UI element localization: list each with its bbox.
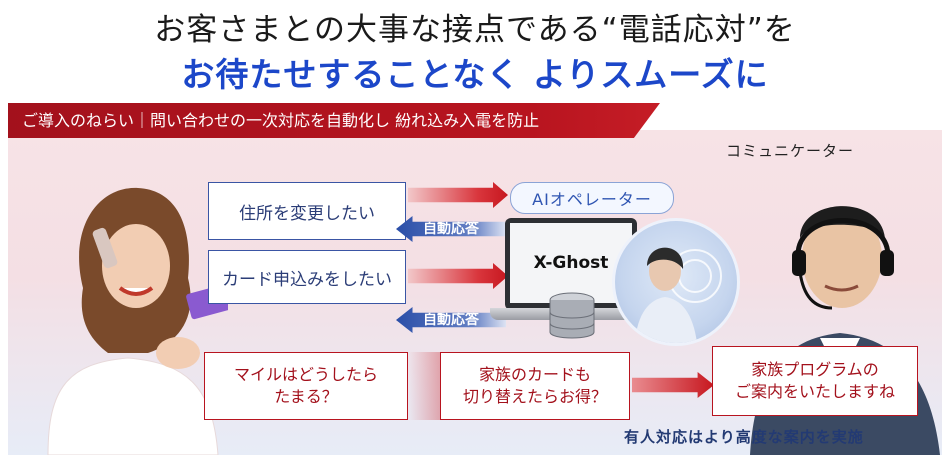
database-icon xyxy=(549,292,595,339)
flow-shade-1 xyxy=(408,352,440,420)
question-change-address: 住所を変更したい xyxy=(208,182,406,240)
customer-woman-illustration xyxy=(47,187,228,455)
human-support-note: 有人対応はより高度な案内を実施 xyxy=(624,428,864,446)
communicator-reply: 家族プログラムのご案内をいたしますね xyxy=(712,346,918,416)
aim-banner: ご導入のねらい｜問い合わせの一次対応を自動化し 紛れ込み入電を防止 xyxy=(8,103,660,138)
question-mileage: マイルはどうしたらたまる？ xyxy=(204,352,408,420)
question-family-card: 家族のカードも切り替えたらお得？ xyxy=(440,352,630,420)
white-strip xyxy=(690,109,935,129)
product-logo: X-Ghost xyxy=(510,223,632,303)
question-card-application: カード申込みをしたい xyxy=(208,250,406,304)
ai-operator-avatar xyxy=(612,218,740,346)
communicator-label: コミュニケーター xyxy=(726,142,855,160)
headline-line1: お客さまとの大事な接点である“電話応対”を xyxy=(154,12,796,48)
ai-operator-label: AIオペレーター xyxy=(510,182,674,214)
headline-line2: お待たせすることなく よりスムーズに xyxy=(181,55,769,94)
